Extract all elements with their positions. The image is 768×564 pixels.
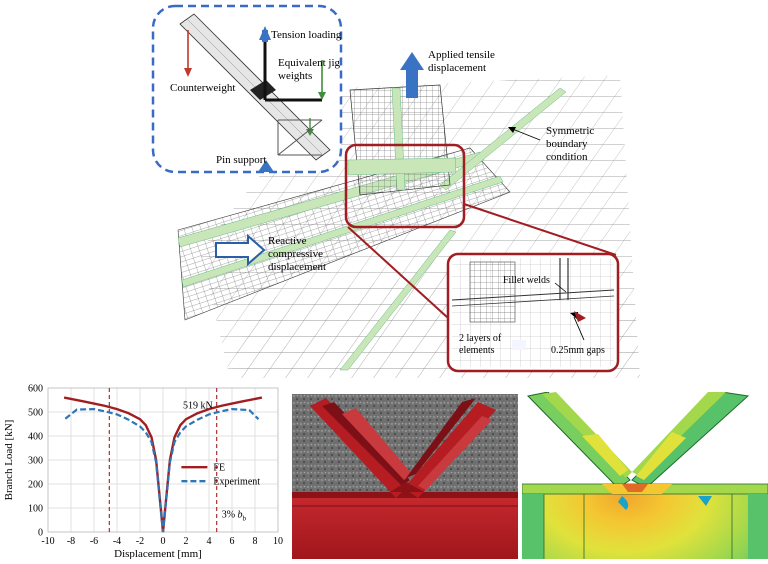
y-tick-label: 400 [28,432,43,443]
x-tick-label: -6 [90,536,98,547]
x-tick-label: -4 [113,536,121,547]
y-tick-label: 600 [28,384,43,395]
chord-member [292,492,518,559]
test-rig-inset: Tension loading Equivalent jig weights C… [151,4,343,174]
x-tick-label: -10 [41,536,54,547]
fillet-label: Fillet welds [503,275,550,286]
peak-annotation: 519 kN [183,400,213,411]
gaps-label: 0.25mm gaps [551,345,605,356]
x-tick-label: 8 [253,536,258,547]
y-axis-label: Branch Load [kN] [3,420,15,501]
reactive-displacement-arrow [215,233,266,267]
zoom-inset: Fillet welds 2 layers of elements 0.25mm… [446,252,620,373]
x-axis-label: Displacement [mm] [114,548,202,559]
y-tick-label: 500 [28,408,43,419]
y-tick-label: 200 [28,480,43,491]
x-tick-label: -2 [136,536,144,547]
x-tick-label: 10 [273,536,283,547]
applied-label: Applied tensile displacement [428,49,498,74]
fe-model-drawing: Applied tensile displacement Symmetric b… [151,4,640,378]
applied-displacement-arrow [400,52,424,98]
reactive-label: Reactive compressive displacement [268,235,326,273]
joint-callout [344,143,466,229]
fe-model-figure: Applied tensile displacement Symmetric b… [151,4,640,378]
y-tick-label: 300 [28,456,43,467]
legend-label: Experiment [213,477,260,488]
pin-label: Pin support [216,154,266,166]
x-tick-label: 4 [207,536,212,547]
layers-label: 2 layers of elements [459,333,504,356]
x-tick-label: -8 [67,536,75,547]
y-tick-label: 0 [38,528,43,539]
left-brace [310,398,412,498]
symmetric-label: Symmetric boundary condition [546,125,597,163]
legend-label: FE [213,463,225,474]
limit-annotation: 3% bb [222,510,247,523]
tension-label: Tension loading [271,29,342,41]
x-tick-label: 6 [230,536,235,547]
right-brace [404,398,496,498]
chart-svg: Branch Load [kN] Displacement [mm] 01002… [3,384,283,561]
y-tick-label: 100 [28,504,43,515]
jig-label: Equivalent jig weights [278,57,343,82]
contour-left-brace [526,391,631,489]
specimen-photo [292,394,518,559]
counterweight-label: Counterweight [170,82,235,94]
series-line-experiment [64,407,260,533]
x-tick-label: 2 [184,536,189,547]
fe-contour-plot [521,391,768,559]
x-tick-label: 0 [161,536,166,547]
